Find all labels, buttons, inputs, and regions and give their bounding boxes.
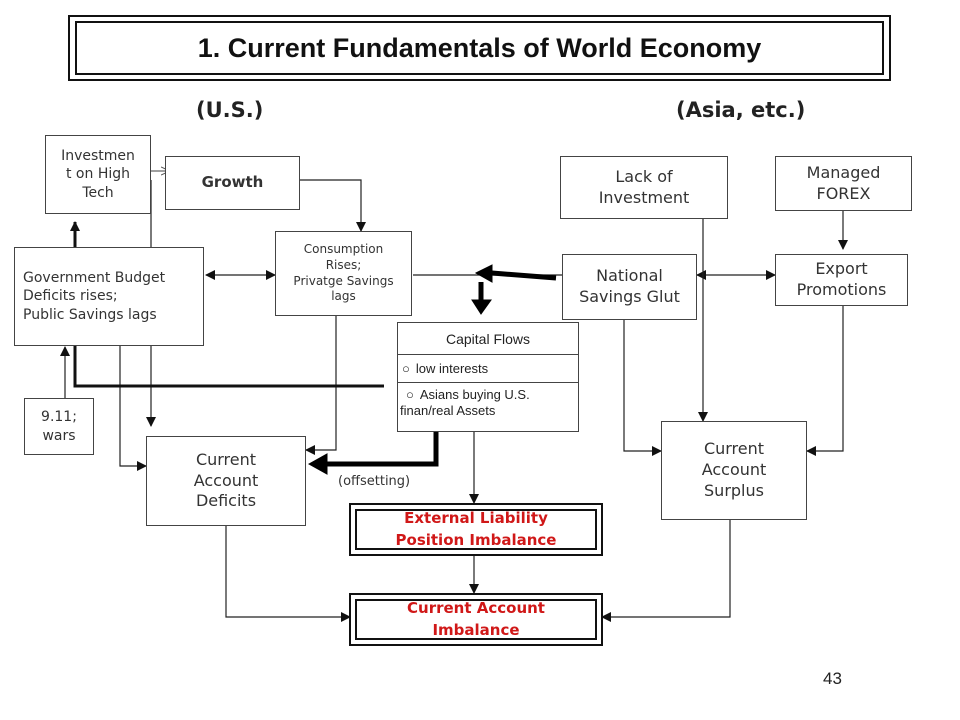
- node-forex-line-1: Managed: [806, 162, 881, 182]
- node-consumption-line-3: Privatge Savings: [293, 273, 394, 288]
- capital-flows-item-1: ○ low interests: [398, 355, 578, 383]
- edge-consumption-deficits: [305, 316, 337, 455]
- node-deficits-line-1: Current: [195, 449, 257, 469]
- region-label-us: (U.S.): [196, 98, 264, 122]
- edge-gov-deficits: [119, 330, 147, 471]
- node-external-liability: External Liability Position Imbalance: [355, 509, 597, 550]
- thick-arrowhead-down: [471, 299, 492, 315]
- node-export-line-2: Promotions: [796, 280, 887, 299]
- node-export-promotions: Export Promotions: [775, 254, 908, 306]
- edge-deficits-imbalance: [225, 526, 351, 622]
- node-surplus-line-3: Surplus: [704, 480, 764, 500]
- edge-surplus-imbalance: [601, 520, 731, 622]
- capital-flows-item-2-line-2: finan/real Assets: [400, 403, 496, 419]
- page-number: 43: [823, 669, 842, 688]
- node-investment-high-tech: Investmen t on High Tech: [45, 135, 151, 214]
- node-external-liability-frame: External Liability Position Imbalance: [349, 503, 603, 556]
- title-inner-frame: 1. Current Fundamentals of World Economy: [75, 21, 884, 75]
- node-wars: 9.11; wars: [24, 398, 94, 455]
- circle-bullet-icon: ○: [402, 361, 410, 376]
- node-national-savings: National Savings Glut: [562, 254, 697, 320]
- node-savings-line-1: National: [596, 266, 663, 286]
- node-surplus-line-1: Current: [703, 439, 765, 459]
- node-savings-line-2: Savings Glut: [579, 287, 680, 306]
- edge-capflows-deficits-thick: [326, 428, 439, 467]
- node-consumption-line-1: Consumption: [303, 242, 384, 257]
- edge-savings-surplus: [623, 320, 662, 456]
- node-managed-forex: Managed FOREX: [775, 156, 912, 211]
- node-wars-line-2: wars: [42, 427, 76, 444]
- page-title: 1. Current Fundamentals of World Economy: [197, 32, 762, 63]
- node-ca-deficits: Current Account Deficits: [146, 436, 306, 526]
- node-liability-line-1: External Liability: [404, 508, 548, 527]
- node-liability-line-2: Position Imbalance: [395, 530, 557, 549]
- node-gov-line-3: Public Savings lags: [23, 306, 157, 323]
- node-imbalance-line-1: Current Account: [407, 598, 545, 617]
- node-lack-line-2: Investment: [598, 187, 690, 207]
- title-frame: 1. Current Fundamentals of World Economy: [68, 15, 891, 81]
- capital-flows-item-2: ○ Asians buying U.S. finan/real Assets: [398, 383, 578, 431]
- node-surplus-line-2: Account: [701, 460, 767, 480]
- node-growth: Growth: [165, 156, 300, 210]
- node-investment-line-2: t on High: [65, 166, 130, 183]
- thick-arrowhead-left: [474, 264, 493, 283]
- node-lack-investment: Lack of Investment: [560, 156, 728, 219]
- capital-flows-item-2-line-1: Asians buying U.S.: [419, 387, 530, 402]
- node-consumption-line-4: lags: [331, 289, 356, 304]
- thick-arrowhead-deficits: [307, 453, 328, 475]
- node-gov-line-1: Government Budget: [23, 270, 166, 287]
- node-export-line-1: Export: [815, 259, 868, 279]
- capital-flows-header: Capital Flows: [398, 323, 578, 355]
- node-lack-line-1: Lack of: [615, 166, 673, 186]
- node-government-budget: Government Budget Deficits rises; Public…: [14, 247, 204, 346]
- edge-savings-capflows-thick: [491, 270, 557, 281]
- node-deficits-line-2: Account: [193, 470, 259, 490]
- node-ca-imbalance: Current Account Imbalance: [355, 599, 597, 640]
- node-ca-surplus: Current Account Surplus: [661, 421, 807, 520]
- offsetting-label: (offsetting): [338, 474, 411, 489]
- node-investment-line-3: Tech: [82, 184, 114, 201]
- node-growth-label: Growth: [201, 173, 264, 192]
- region-label-asia: (Asia, etc.): [676, 98, 806, 122]
- node-consumption: Consumption Rises; Privatge Savings lags: [275, 231, 412, 316]
- node-gov-line-2: Deficits rises;: [23, 288, 118, 305]
- node-ca-imbalance-frame: Current Account Imbalance: [349, 593, 603, 646]
- node-investment-line-1: Investmen: [61, 148, 135, 165]
- node-deficits-line-3: Deficits: [195, 491, 257, 511]
- edge-growth-consumption: [300, 179, 366, 232]
- circle-bullet-icon: ○: [406, 387, 414, 402]
- node-imbalance-line-2: Imbalance: [432, 620, 520, 639]
- node-wars-line-1: 9.11;: [41, 409, 77, 426]
- capital-flows-table: Capital Flows ○ low interests ○ Asians bu…: [397, 322, 579, 432]
- edge-export-surplus: [806, 306, 844, 456]
- capital-flows-item-1-label: low interests: [415, 361, 489, 376]
- node-forex-line-2: FOREX: [816, 183, 871, 203]
- node-consumption-line-2: Rises;: [325, 257, 362, 272]
